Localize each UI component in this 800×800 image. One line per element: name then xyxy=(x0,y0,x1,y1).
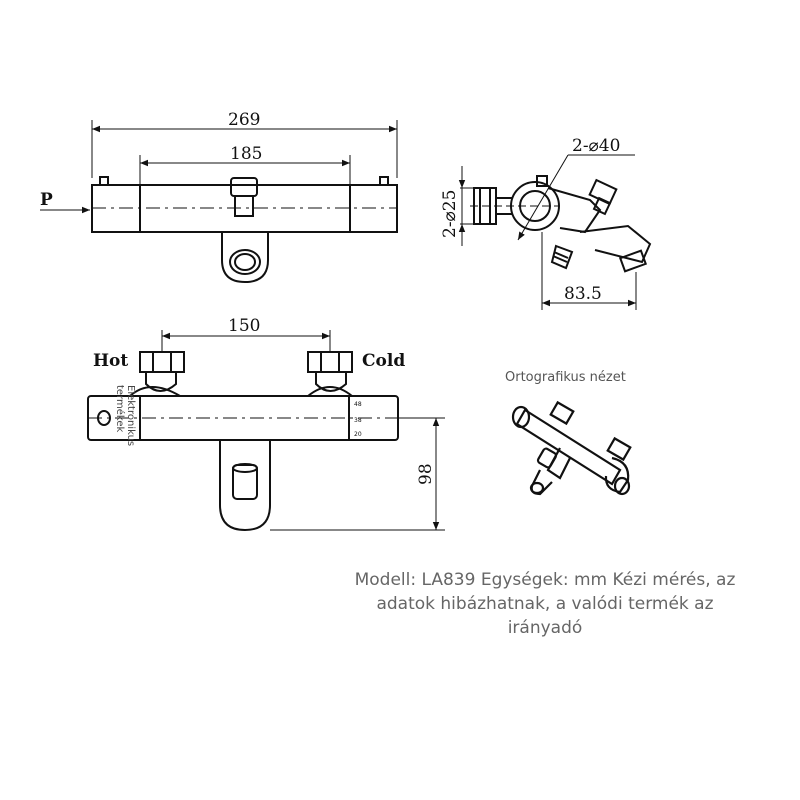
iso-view xyxy=(511,400,632,496)
disclaimer-note: Modell: LA839 Egységek: mm Kézi mérés, a… xyxy=(320,568,770,640)
note-line-1: Modell: LA839 Egységek: mm Kézi mérés, a… xyxy=(354,570,736,590)
hot-label: Hot xyxy=(93,351,128,371)
note-line-2: adatok hibázhatnak, a valódi termék az xyxy=(376,594,714,614)
scale-mark-38: 38 xyxy=(354,417,362,424)
watermark-line1: Elektronikus xyxy=(125,385,136,446)
cold-label: Cold xyxy=(362,351,405,371)
scale-mark-20: 20 xyxy=(354,431,362,438)
top-view xyxy=(40,120,398,284)
scale-mark-48: 48 xyxy=(354,401,362,408)
dim-83-5: 83.5 xyxy=(564,284,602,304)
dim-98: 98 xyxy=(416,463,436,485)
front-view xyxy=(87,330,445,532)
dim-2-diameter-25: 2-⌀25 xyxy=(440,190,460,238)
note-line-3: irányadó xyxy=(507,618,583,638)
dim-150: 150 xyxy=(228,316,260,336)
watermark-line2: termékek xyxy=(114,385,126,432)
inlet-label: P xyxy=(40,190,53,210)
iso-view-caption: Ortografikus nézet xyxy=(505,370,626,385)
dim-185: 185 xyxy=(230,144,262,164)
dim-2-diameter-40: 2-⌀40 xyxy=(572,136,620,156)
dim-269: 269 xyxy=(228,110,260,130)
side-view xyxy=(458,154,652,310)
